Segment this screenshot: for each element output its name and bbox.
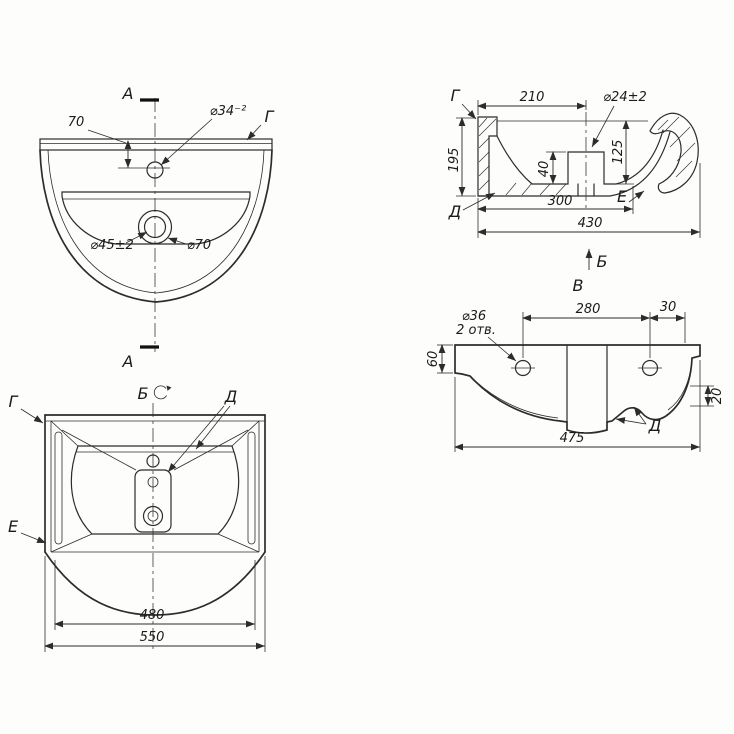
dim-430-label: 430 [578, 216, 603, 231]
drain-box [134, 469, 172, 533]
dim-280-label: 280 [576, 302, 601, 317]
rib-slot-right [247, 431, 256, 545]
drain-box-hole-outer [142, 505, 164, 527]
shell-hatching [505, 182, 567, 196]
top-view: А А 70 ⌀34⁻² Г ⌀45±2 ⌀70 [39, 84, 275, 371]
label-d-front-leader-2 [633, 406, 647, 425]
dim-70-leader [87, 129, 127, 144]
dim-210-label: 210 [520, 90, 545, 105]
front-inner-curve-right [667, 359, 693, 411]
dim-d34-leader [160, 118, 213, 166]
overflow-hole [146, 454, 160, 468]
bottom-view: Б Г [8, 384, 266, 652]
dim-d34-label: ⌀34⁻² [210, 104, 246, 119]
dim-480-label: 480 [140, 608, 165, 623]
sink-outline [39, 149, 273, 303]
rib-slot-left [54, 431, 63, 545]
dim-30-label: 30 [660, 300, 677, 315]
dim-d36-leader [487, 336, 517, 362]
front-view: ⌀36 2 отв. 280 30 60 20 475 Д [426, 300, 725, 452]
front-rim-hatching [657, 116, 696, 178]
section-back-wall [477, 116, 498, 197]
drain-inner-circle [143, 215, 167, 239]
corner-diagonal-2 [231, 420, 260, 447]
section-inner-surface [496, 129, 664, 185]
dim-40-label: 40 [537, 161, 552, 178]
view-b-title: Б [138, 384, 149, 403]
dim-d24-label: ⌀24±2 [603, 90, 647, 105]
section-front-rim [649, 112, 699, 194]
dim-550-label: 550 [140, 630, 165, 645]
label-g-leader [246, 124, 262, 141]
label-d-bottom: Д [224, 387, 238, 406]
dim-d36-label: ⌀36 [462, 309, 486, 324]
drain-box-top-hole [147, 476, 159, 488]
label-d-bottom-leader-2 [195, 405, 231, 450]
label-e-bottom: Е [8, 517, 19, 536]
faucet-hole [146, 161, 164, 179]
label-g-top-view: Г [265, 107, 275, 126]
label-d-front: Д [648, 416, 662, 435]
rib-line-right [173, 429, 249, 471]
label-g-bottom-leader [20, 408, 44, 424]
label-g-section: Г [451, 86, 461, 105]
sink-inner-wall [47, 149, 265, 294]
drain-outer-circle [137, 209, 173, 245]
label-g-leader-section [461, 103, 477, 120]
dim-300-label: 300 [548, 194, 573, 209]
label-d-bottom-leader-1 [167, 405, 225, 473]
dim-d45-leader [125, 231, 148, 244]
dim-d70-leader [167, 237, 187, 245]
sink-back-rim [39, 138, 273, 151]
front-outline [454, 344, 701, 434]
dim-d24-leader [591, 105, 615, 148]
label-d-section: Д [448, 202, 462, 221]
rib-line-left [61, 429, 137, 471]
dim-475-label: 475 [560, 431, 585, 446]
front-inner-curve-left [469, 375, 559, 419]
dim-70-label: 70 [68, 115, 85, 130]
dim-125-label: 125 [611, 140, 626, 165]
dim-d45-label: ⌀45±2 [90, 238, 134, 253]
view-v-title: В [573, 276, 584, 295]
label-d-front-leader-1 [615, 417, 647, 425]
corner-diagonal-3 [50, 533, 93, 553]
section-outer-surface [477, 131, 671, 197]
label-e-bottom-leader [20, 532, 47, 544]
dim-20-label: 20 [710, 388, 725, 405]
section-label-a-bottom: А [122, 352, 134, 371]
back-wall-hatching [478, 117, 497, 191]
corner-diagonal-4 [217, 533, 260, 553]
view-b-direction-label: Б [597, 252, 608, 271]
section-view: 210 ⌀24±2 Г 195 40 125 Д 300 Е [447, 86, 701, 295]
dim-195-label: 195 [447, 148, 462, 173]
section-label-a-top: А [122, 84, 134, 103]
label-e-section: Е [617, 187, 628, 206]
dim-2otv-label: 2 отв. [456, 323, 496, 338]
corner-diagonal-1 [50, 420, 79, 447]
rotated-view-icon [153, 385, 172, 400]
label-d-leader-section [462, 192, 496, 211]
label-g-bottom: Г [9, 392, 19, 411]
dim-d70-label: ⌀70 [187, 238, 211, 253]
bottom-front-arc [44, 551, 266, 616]
basin-outline [61, 191, 251, 245]
drain-box-hole-inner [147, 510, 159, 522]
dim-60-label: 60 [426, 351, 441, 368]
label-e-leader-section [628, 190, 645, 203]
